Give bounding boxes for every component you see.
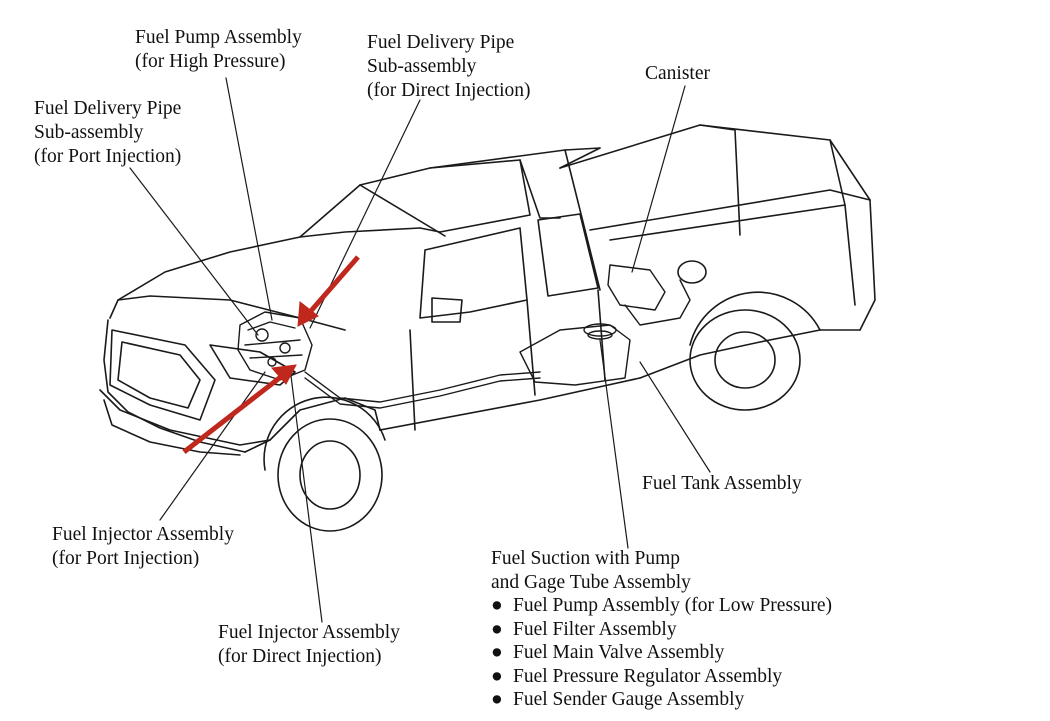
arrow-high-pressure-pump	[297, 255, 360, 327]
label-line: Sub-assembly	[367, 56, 477, 77]
list-item-text: Fuel Pressure Regulator Assembly	[513, 665, 783, 687]
label-line: (for Port Injection)	[52, 548, 200, 569]
label-line: and Gage Tube Assembly	[491, 572, 691, 593]
label-injector-direct: Fuel Injector Assembly (for Direct Injec…	[218, 621, 400, 669]
label-line: Fuel Suction with Pump	[491, 548, 681, 569]
label-injector-port: Fuel Injector Assembly (for Port Injecti…	[52, 523, 234, 571]
list-item: ● Fuel Pressure Regulator Assembly	[491, 665, 832, 689]
label-line: Fuel Delivery Pipe	[367, 32, 515, 53]
label-suction-tube: Fuel Suction with Pump and Gage Tube Ass…	[491, 547, 691, 595]
bullet-icon: ●	[491, 642, 503, 664]
label-line: Canister	[645, 63, 710, 84]
list-item: ● Fuel Pump Assembly (for Low Pressure)	[491, 594, 832, 618]
leader-lines	[129, 77, 711, 623]
list-item: ● Fuel Filter Assembly	[491, 618, 832, 642]
label-line: (for Port Injection)	[34, 146, 182, 167]
list-item-text: Fuel Pump Assembly (for Low Pressure)	[513, 595, 833, 616]
bullet-icon: ●	[491, 689, 503, 711]
label-line: (for High Pressure)	[135, 51, 286, 72]
red-arrows	[182, 255, 360, 454]
bullet-icon: ●	[491, 595, 503, 616]
truck-body	[99, 124, 876, 532]
bullet-icon: ●	[491, 618, 503, 640]
list-item: ● Fuel Main Valve Assembly	[491, 641, 832, 665]
suction-tube-component-list: ● Fuel Pump Assembly (for Low Pressure) ●…	[491, 594, 832, 712]
label-line: (for Direct Injection)	[218, 646, 382, 667]
list-item-text: Fuel Filter Assembly	[513, 618, 677, 640]
bullet-icon: ●	[491, 665, 503, 687]
arrow-direct-injector	[182, 364, 297, 454]
label-line: Fuel Delivery Pipe	[34, 98, 182, 119]
list-item-text: Fuel Main Valve Assembly	[513, 642, 725, 664]
label-fuel-tank: Fuel Tank Assembly	[642, 472, 802, 496]
list-item: ● Fuel Sender Gauge Assembly	[491, 688, 832, 712]
label-fuel-pump-high-pressure: Fuel Pump Assembly (for High Pressure)	[135, 26, 302, 74]
label-line: Fuel Tank Assembly	[642, 473, 802, 494]
label-line: Sub-assembly	[34, 122, 144, 143]
label-line: Fuel Injector Assembly	[52, 524, 234, 545]
label-line: (for Direct Injection)	[367, 80, 531, 101]
label-line: Fuel Pump Assembly	[135, 27, 302, 48]
label-delivery-pipe-port: Fuel Delivery Pipe Sub-assembly (for Por…	[34, 97, 181, 169]
label-canister: Canister	[645, 62, 710, 86]
label-delivery-pipe-direct: Fuel Delivery Pipe Sub-assembly (for Dir…	[367, 31, 531, 103]
fuel-system	[237, 264, 691, 409]
label-line: Fuel Injector Assembly	[218, 622, 400, 643]
list-item-text: Fuel Sender Gauge Assembly	[513, 689, 745, 711]
